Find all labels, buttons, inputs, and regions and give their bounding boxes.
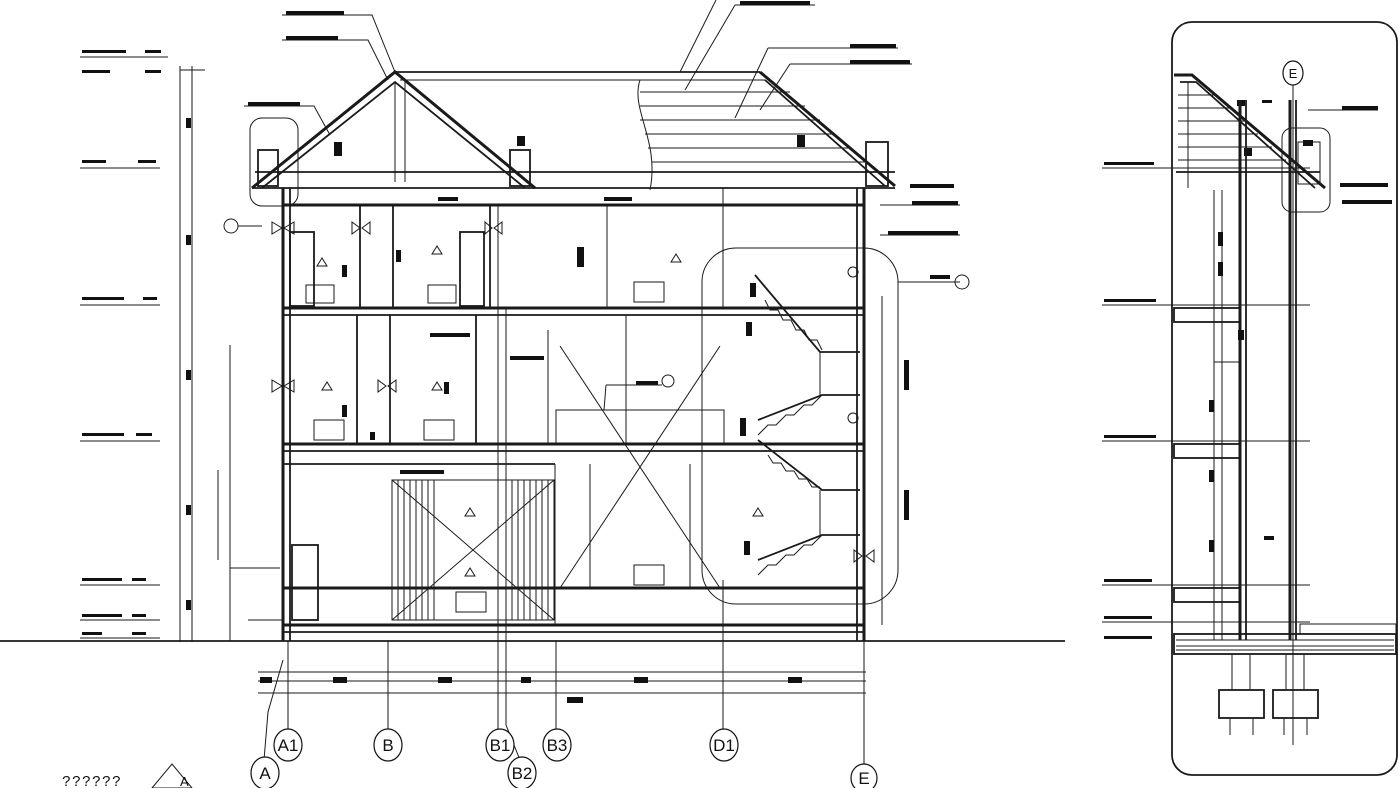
axis-label-d1: D1 — [713, 736, 735, 755]
axis-bubble-d1: D1 — [709, 728, 739, 762]
axis-bubble-b1: B1 — [485, 728, 515, 762]
axis-label-a1: A1 — [278, 736, 299, 755]
axis-bubble-b: B — [373, 728, 403, 762]
axis-bubble-b2: B2 — [507, 756, 537, 788]
axis-label-b2: B2 — [512, 764, 533, 783]
leader-annotations — [223, 0, 970, 474]
staircase — [701, 247, 899, 605]
main-section — [217, 70, 909, 641]
level-annotations — [80, 50, 205, 642]
section-mark: A — [151, 763, 193, 788]
drawing-code: ?????? — [62, 774, 122, 788]
axis-label-b3: B3 — [547, 736, 568, 755]
axis-bubble-a1: A1 — [273, 728, 303, 762]
axis-label-e: E — [858, 769, 869, 788]
section-mark-label: A — [180, 774, 189, 788]
axis-bubble-e: E — [850, 763, 878, 788]
wall-detail-panel: E — [1102, 21, 1398, 776]
axis-label-a: A — [259, 764, 271, 783]
dimension-lines — [258, 308, 866, 765]
axis-bubble-b3: B3 — [542, 728, 572, 762]
axis-label-b: B — [382, 736, 393, 755]
grid-axis-labels: A A1 B B1 B2 B3 D1 E — [250, 728, 878, 788]
detail-axis-label-e: E — [1289, 66, 1298, 81]
axis-bubble-a: A — [250, 756, 280, 788]
axis-label-b1: B1 — [490, 736, 511, 755]
